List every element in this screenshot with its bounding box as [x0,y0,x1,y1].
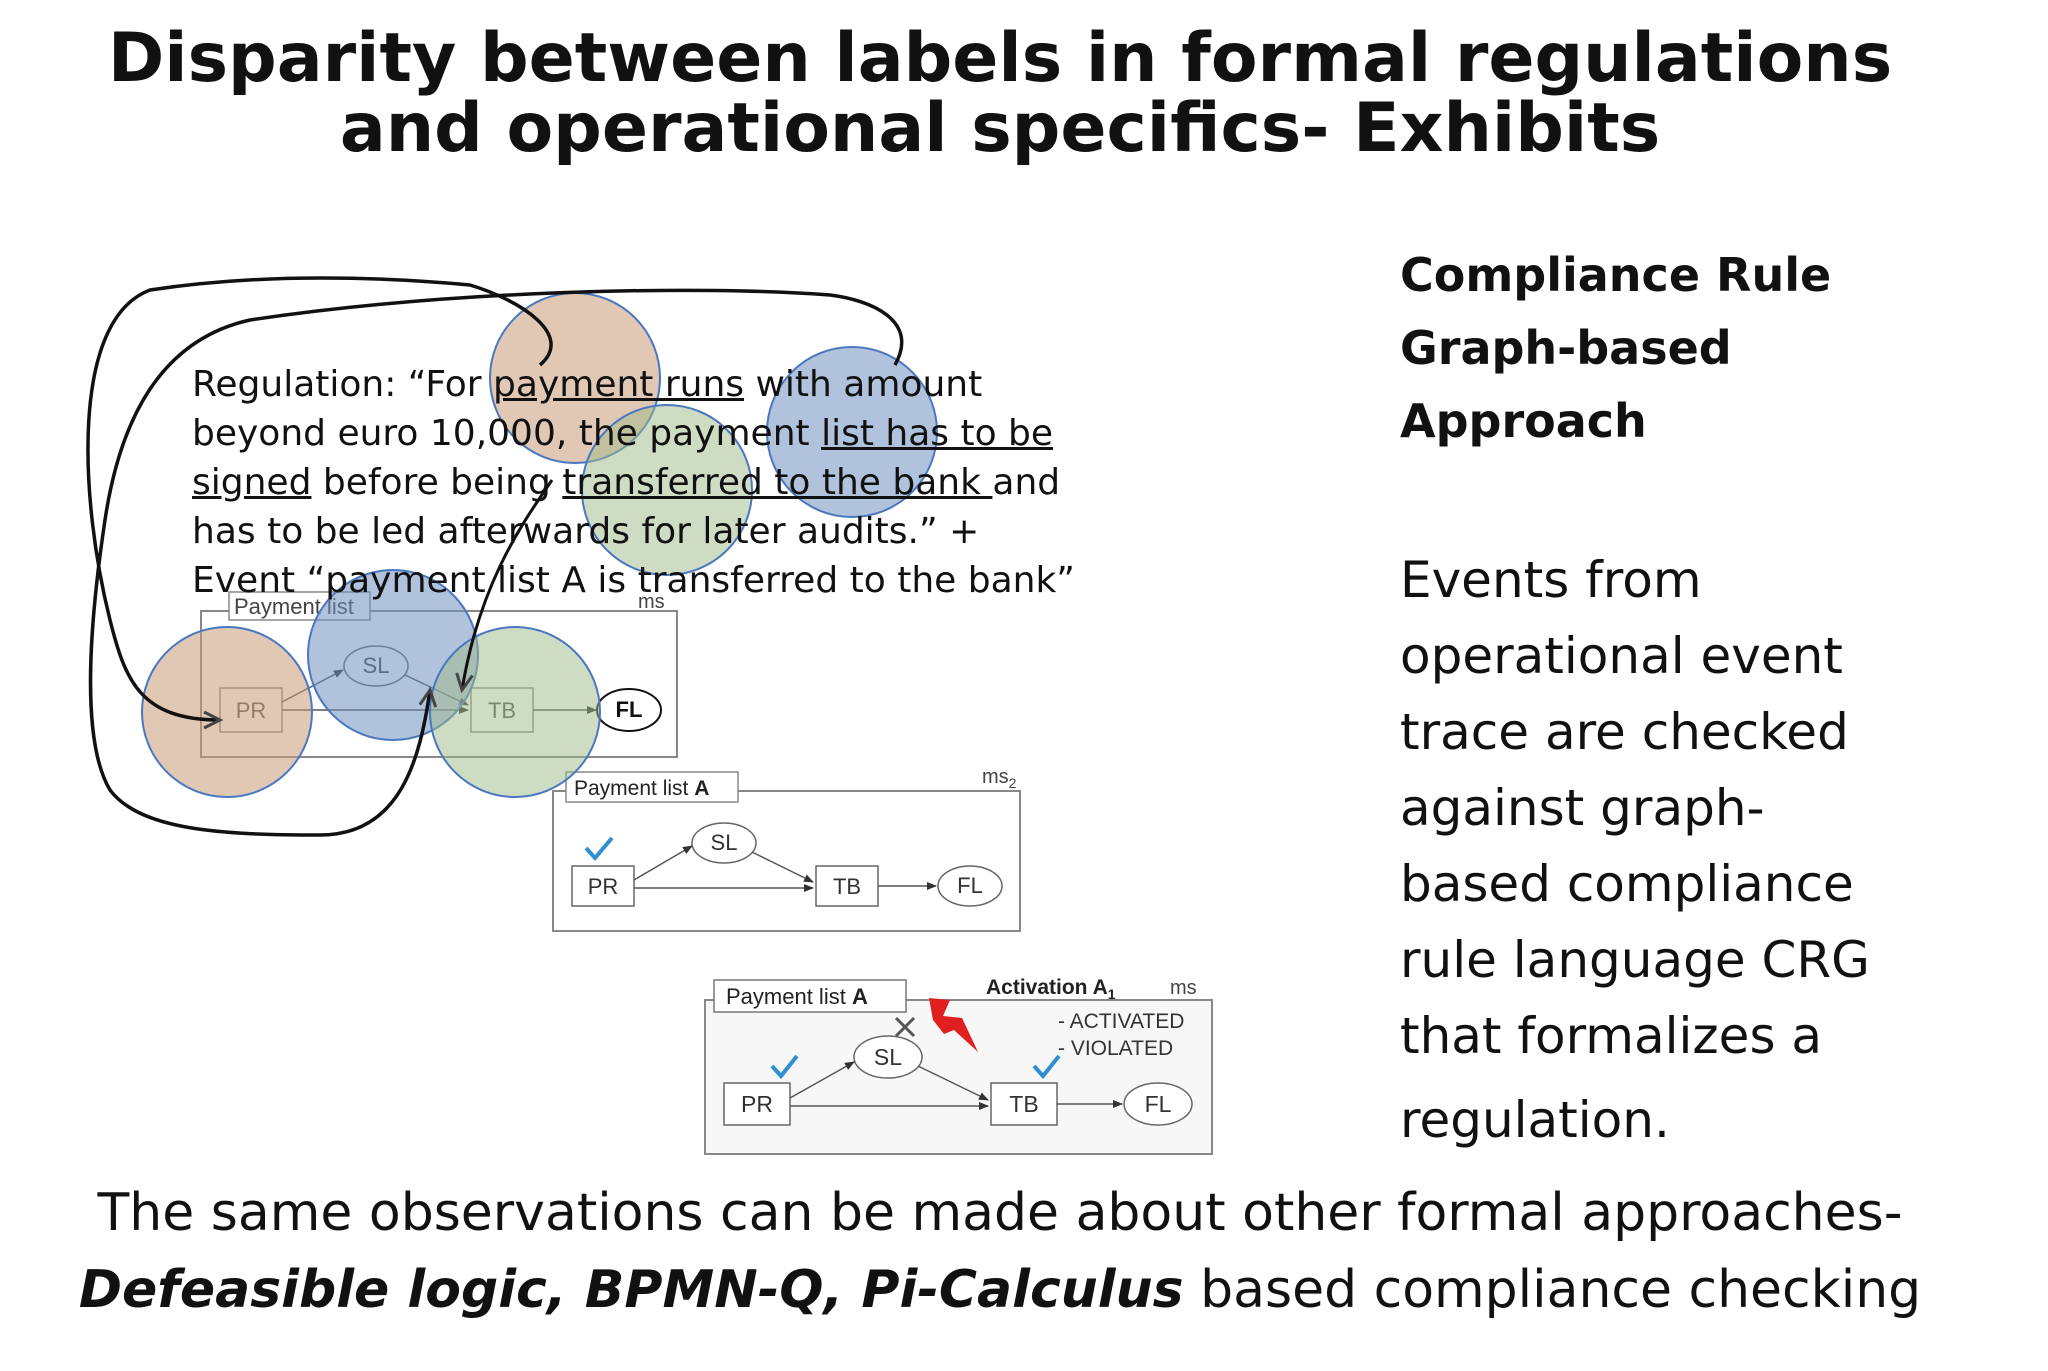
diagram-2-edge-pr-sl [633,845,693,881]
sidebar-body-line-7: that formalizes a [1400,1007,1823,1065]
sidebar-heading-line-1: Compliance Rule [1400,248,1832,302]
regulation-line-1-b: with amount [744,364,983,405]
diagram-3-edge-pr-sl [789,1061,855,1099]
diagram-2-node-tb [815,865,879,907]
diagram-3-status-violated: - VIOLATED [1058,1037,1173,1060]
slide-title-line-2: and operational specifics- Exhibits [339,89,1661,168]
regulation-line-3-b: and [992,462,1061,503]
diagram-3-node-sl-label: SL [874,1044,902,1070]
diagram-3-node-pr-label: PR [741,1091,773,1117]
diagram-3-check-pr-icon [770,1054,799,1080]
diagram-3-edge-sl-tb [917,1065,989,1101]
sidebar-body-line-3: trace are checked [1400,703,1849,761]
regulation-line-5: Event “payment list A is transferred to … [192,560,1075,601]
diagram-3: Payment list A Activation A1 ms - ACTIVA… [704,976,1213,1155]
diagram-3-node-fl-label: FL [1145,1091,1172,1117]
bottom-line-2: Defeasible logic, BPMN-Q, Pi-Calculus ba… [0,1252,2000,1328]
diagram-3-lightning-icon [929,998,978,1052]
diagram-3-node-tb-label: TB [1009,1091,1038,1117]
bottom-approaches-list: Defeasible logic, BPMN-Q, Pi-Calculus [78,1260,1184,1320]
diagram-1-ms-label: ms [638,591,665,613]
sidebar-body-line-5: based compliance [1400,855,1854,913]
diagram-2-node-pr-label: PR [588,874,619,899]
circle-payment-list [766,346,938,518]
regulation-line-1: Regulation: “For payment runs with amoun… [192,360,982,409]
regulation-line-3: signed before being transferred to the b… [192,458,1060,507]
diagram-3-node-tb [990,1082,1058,1126]
diagram-2-frame [552,790,1021,932]
diagram-2-node-sl-label: SL [711,830,738,855]
diagram-3-ms-label: ms [1170,977,1197,999]
sidebar-heading-line-2: Graph-based [1400,321,1732,375]
diagram-2-ms-label: ms2 [982,766,1017,791]
diagram-3-status-activated: - ACTIVATED [1058,1010,1184,1033]
connector-payment-list-to-tb [88,288,904,837]
diagram-2: Payment list A ms2 PR SL TB FL [552,766,1021,932]
sidebar-heading-line-3: Approach [1400,394,1647,448]
diagram-2-check-icon [584,836,614,862]
diagram-2-node-sl [691,822,757,864]
diagram-1-node-fl-label: FL [616,697,643,722]
circle-pr [141,626,313,798]
diagram-2-node-fl-label: FL [957,873,983,898]
circle-transferred [581,404,753,576]
diagram-2-frame-label: Payment list A [574,777,709,800]
connector-transferred-to-tb [455,479,554,694]
regulation-term-transferred: transferred to the bank [562,462,993,503]
diagram-3-node-pr [723,1082,791,1126]
slide-title-line-1: Disparity between labels in formal regul… [107,19,1893,98]
bottom-line-1: The same observations can be made about … [97,1183,1903,1243]
highlight-circles [141,292,938,798]
circle-tb [429,626,601,798]
diagram-3-check-tb-icon [1032,1054,1061,1080]
diagram-3-node-sl [853,1035,923,1079]
diagram-2-node-fl [937,865,1003,907]
regulation-line-1-a: Regulation: “For [192,364,494,405]
diagram-2-edge-sl-tb [751,851,814,883]
sidebar-body-line-2: operational event [1400,627,1843,685]
diagram-3-activation-label: Activation A1 [986,976,1116,1002]
regulation-term-list-signed: list has to be [821,413,1054,454]
regulation-line-2-a: beyond euro 10,000, the payment [192,413,822,454]
sidebar-body-line-6: rule language CRG [1400,931,1870,989]
sidebar-body-line-4: against graph- [1400,779,1765,837]
regulation-term-payment-runs: payment runs [493,364,745,405]
diagram-2-label-box [565,771,739,803]
diagram-3-node-fl [1123,1082,1193,1126]
diagram-3-label-box [713,979,907,1013]
diagram-3-cross-icon [894,1016,916,1038]
diagram-3-frame-label: Payment list A [726,984,868,1009]
regulation-line-3-a: before being [311,462,563,503]
regulation-line-2: beyond euro 10,000, the payment list has… [192,409,1053,458]
bottom-line-2-rest: based compliance checking [1183,1260,1922,1320]
diagram-2-node-tb-label: TB [833,874,861,899]
sidebar-body-line-1: Events from [1400,551,1702,609]
sidebar-body-line-8: regulation. [1400,1091,1670,1149]
connector-payment-runs-to-pr [86,276,553,730]
regulation-term-signed: signed [192,462,312,503]
regulation-line-4: has to be led afterwards for later audit… [192,511,980,552]
diagram-2-node-pr [571,865,635,907]
